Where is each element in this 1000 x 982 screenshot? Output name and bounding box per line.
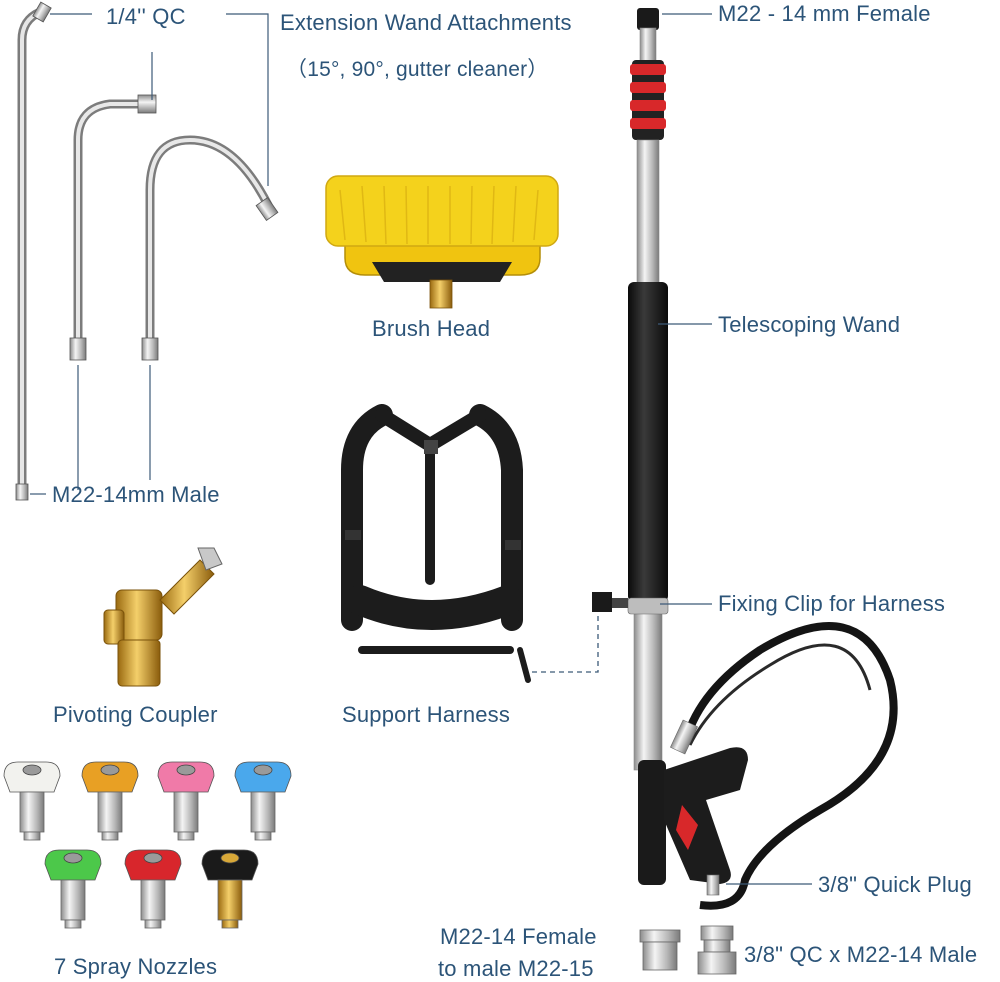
spray-nozzle	[201, 849, 259, 929]
spray-nozzle	[124, 849, 182, 929]
support-harness	[341, 404, 531, 683]
support-harness-label: Support Harness	[342, 702, 511, 727]
spray-nozzle	[3, 761, 61, 841]
adapter-fittings	[639, 925, 737, 975]
extension-wand-subtitle: （15°, 90°, gutter cleaner）	[286, 58, 549, 81]
adapter-label-line1: M22-14 Female	[440, 924, 597, 949]
quick-connect-label: 1/4'' QC	[106, 4, 186, 29]
brush-head	[325, 175, 559, 309]
qc-male-label: 3/8" QC x M22-14 Male	[744, 942, 978, 967]
spray-nozzle	[234, 761, 292, 841]
telescoping-wand	[592, 8, 898, 910]
extension-wands	[15, 1, 279, 501]
spray-nozzles-label: 7 Spray Nozzles	[54, 954, 218, 979]
spray-nozzles	[3, 761, 292, 929]
extension-wand-title: Extension Wand Attachments	[280, 10, 572, 35]
spray-nozzle	[81, 761, 139, 841]
leader-lines-wands	[30, 13, 269, 495]
telescoping-wand-label: Telescoping Wand	[718, 312, 901, 337]
spray-nozzle	[157, 761, 215, 841]
m22-male-label: M22-14mm Male	[52, 482, 220, 507]
leader-lines-wand	[658, 13, 812, 885]
spray-nozzle	[44, 849, 102, 929]
pivoting-coupler-label: Pivoting Coupler	[53, 702, 218, 727]
adapter-label-line2: to male M22-15	[438, 956, 594, 981]
m22-female-label: M22 - 14 mm Female	[718, 1, 931, 26]
fixing-clip-label: Fixing Clip for Harness	[718, 591, 946, 616]
quick-plug-label: 3/8" Quick Plug	[818, 872, 972, 897]
pivoting-coupler	[103, 547, 223, 687]
harness-dashed-link	[532, 616, 599, 673]
brush-head-label: Brush Head	[372, 316, 491, 341]
